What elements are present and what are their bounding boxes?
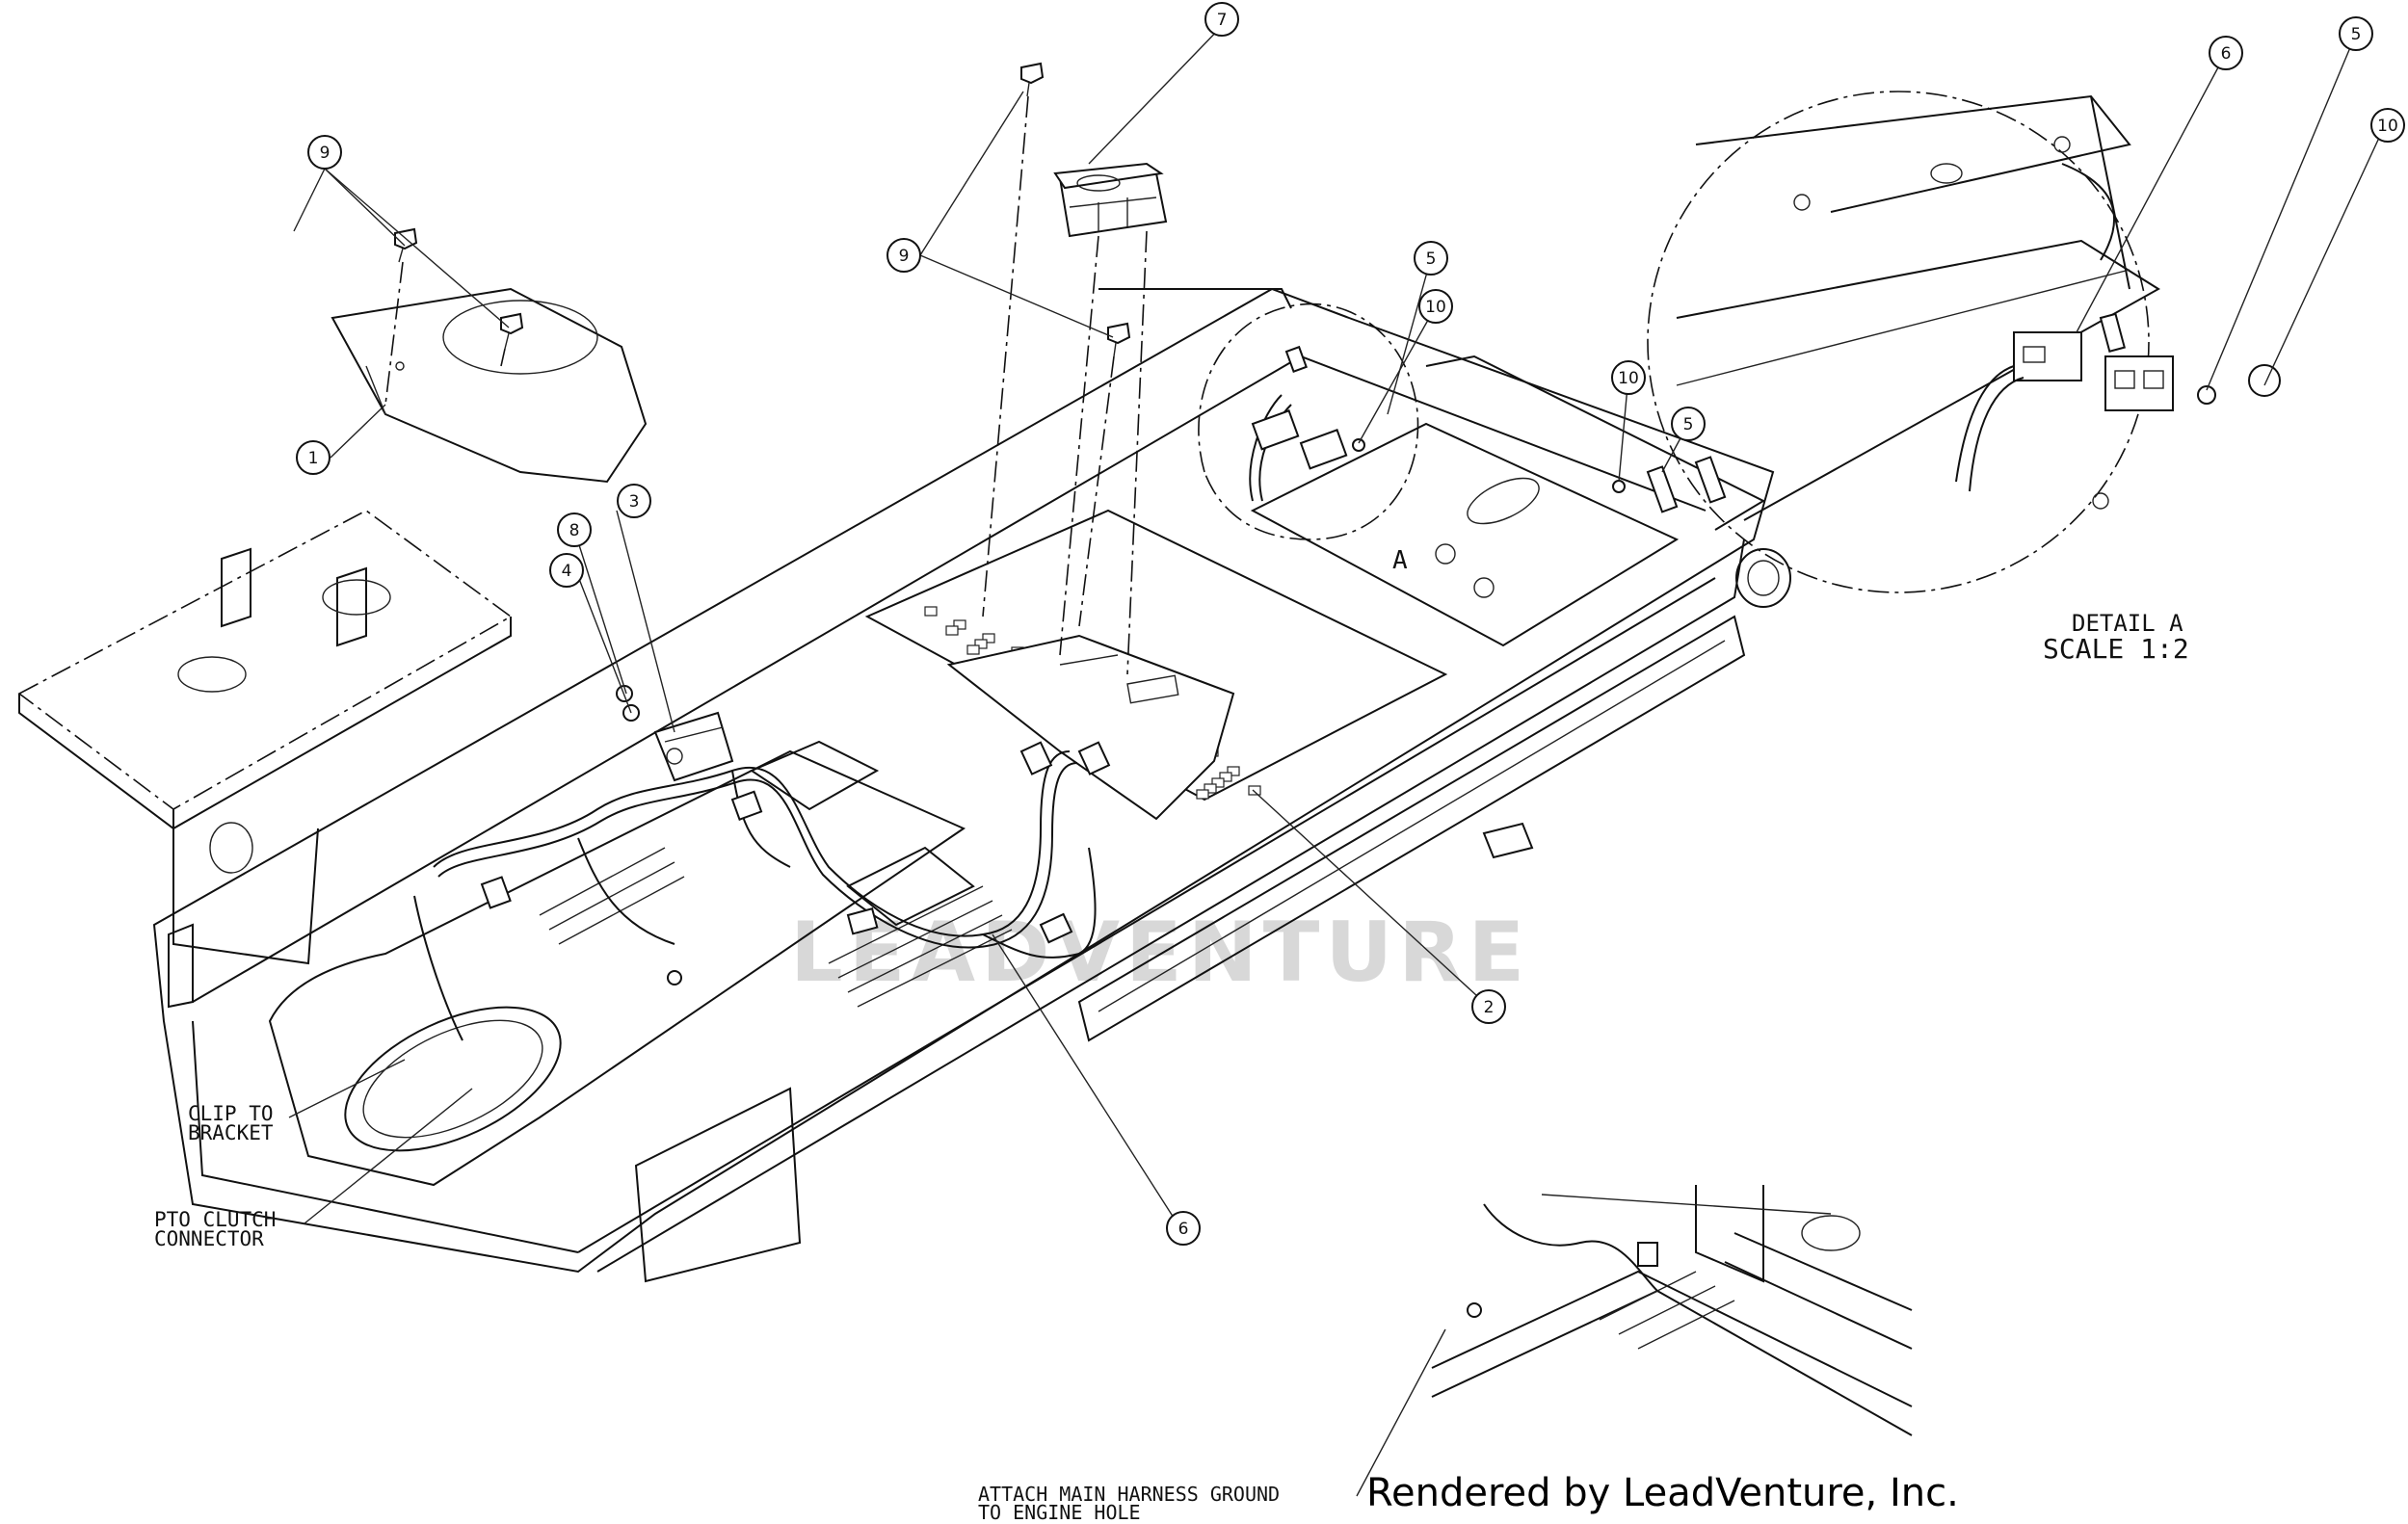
callout-10a: 10 bbox=[1418, 289, 1453, 324]
perf-hole bbox=[1227, 766, 1240, 776]
part-7-switch bbox=[1053, 162, 1168, 238]
callout-4: 4 bbox=[549, 553, 584, 588]
watermark: LEADVENTURE bbox=[790, 905, 1530, 1001]
callout-5c: 5 bbox=[2339, 16, 2373, 51]
callout-9b: 9 bbox=[886, 238, 921, 273]
perf-hole bbox=[966, 644, 980, 655]
callout-1: 1 bbox=[296, 440, 331, 475]
detail-a-title: DETAIL A bbox=[2072, 610, 2183, 637]
callout-6a: 6 bbox=[1166, 1211, 1201, 1246]
push-pin-9d bbox=[1107, 322, 1131, 357]
note-pto-line2: CONNECTOR bbox=[154, 1227, 264, 1250]
assembly-lines bbox=[384, 95, 1148, 675]
callout-3: 3 bbox=[617, 484, 651, 518]
svg-text:2: 2 bbox=[1484, 998, 1495, 1017]
detail-a-outline: A bbox=[1198, 302, 1419, 575]
svg-text:3: 3 bbox=[629, 492, 640, 512]
callout-7: 7 bbox=[1204, 2, 1239, 37]
svg-text:9: 9 bbox=[899, 247, 910, 266]
detail-a-view bbox=[1647, 91, 2281, 593]
ground-inset bbox=[1431, 1185, 1913, 1455]
svg-text:4: 4 bbox=[562, 562, 572, 581]
perf-hole bbox=[1219, 772, 1232, 782]
part-1-cover-plate bbox=[331, 287, 648, 484]
svg-text:8: 8 bbox=[569, 521, 580, 540]
perf-hole bbox=[924, 606, 938, 617]
callout-6b: 6 bbox=[2209, 36, 2243, 70]
svg-text:10: 10 bbox=[1425, 298, 1446, 317]
note-ground-line1: ATTACH MAIN HARNESS GROUND bbox=[978, 1483, 1280, 1506]
note-ground-line2: TO ENGINE HOLE bbox=[978, 1501, 1141, 1524]
svg-text:7: 7 bbox=[1217, 11, 1228, 30]
svg-text:5: 5 bbox=[2351, 25, 2362, 44]
callout-5a: 5 bbox=[1414, 241, 1448, 276]
svg-text:5: 5 bbox=[1683, 415, 1694, 434]
left-mount-bracket bbox=[17, 510, 513, 965]
perf-hole bbox=[1248, 785, 1261, 796]
part-3-relay bbox=[653, 711, 734, 782]
main-frame bbox=[152, 287, 1791, 1283]
note-pto-line1: PTO CLUTCH bbox=[154, 1208, 276, 1231]
callout-10c: 10 bbox=[2370, 108, 2405, 143]
perf-hole bbox=[945, 625, 959, 636]
perf-hole bbox=[1196, 789, 1209, 800]
svg-text:5: 5 bbox=[1426, 250, 1437, 269]
push-pin-9c bbox=[1020, 62, 1045, 97]
perf-hole bbox=[1204, 783, 1217, 794]
push-pin-9b bbox=[500, 312, 524, 350]
callout-2: 2 bbox=[1471, 989, 1506, 1024]
detail-a-scale: SCALE 1:2 bbox=[2043, 633, 2189, 665]
svg-text:6: 6 bbox=[1178, 1220, 1189, 1239]
wire-harness bbox=[413, 394, 1292, 1041]
detail-a-connectors bbox=[1251, 345, 1727, 513]
callout-9a: 9 bbox=[307, 135, 342, 170]
note-clip-line2: BRACKET bbox=[188, 1121, 274, 1144]
part-2-bracket bbox=[946, 634, 1235, 821]
callout-8: 8 bbox=[557, 512, 592, 547]
callout-5b: 5 bbox=[1671, 407, 1706, 441]
svg-text:9: 9 bbox=[320, 144, 331, 163]
svg-text:10: 10 bbox=[1618, 369, 1639, 388]
svg-text:1: 1 bbox=[308, 449, 319, 468]
credit-text: Rendered by LeadVenture, Inc. bbox=[1366, 1471, 1959, 1515]
note-clip-line1: CLIP TO bbox=[188, 1102, 274, 1125]
leader-lines bbox=[288, 23, 2386, 1497]
perf-hole bbox=[982, 633, 995, 644]
callout-10b: 10 bbox=[1611, 360, 1646, 395]
svg-text:6: 6 bbox=[2221, 44, 2232, 64]
perf-hole bbox=[953, 619, 966, 630]
detail-a-marker: A bbox=[1392, 546, 1408, 575]
svg-text:10: 10 bbox=[2377, 117, 2398, 136]
perf-hole bbox=[974, 639, 988, 649]
perf-hole bbox=[1211, 777, 1225, 788]
